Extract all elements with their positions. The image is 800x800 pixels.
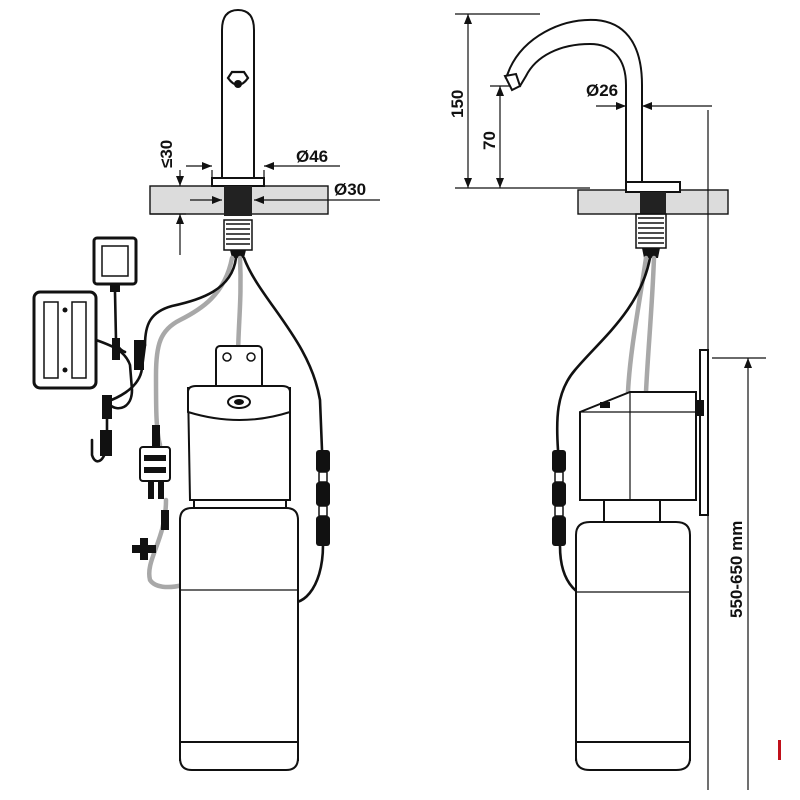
faucet-body-front	[221, 8, 255, 179]
sensor-eye-icon	[234, 80, 242, 88]
hose-a-side	[625, 255, 649, 395]
inline-connector-c	[100, 430, 112, 456]
power-adapter-icon	[92, 236, 138, 360]
cable-connector-front	[316, 450, 330, 546]
battery-box-icon	[32, 290, 134, 410]
dim-outlet-height: 70	[480, 131, 499, 150]
accent-mark	[778, 740, 781, 760]
valve-fitting-front	[132, 425, 171, 560]
water-tank-front	[179, 507, 299, 771]
front-view: ≤30 Ø46 Ø30	[32, 8, 380, 771]
threaded-shank-front	[224, 186, 252, 216]
wall-bracket-front	[215, 345, 263, 391]
hose-b-side	[643, 255, 657, 395]
cable-left-front	[143, 256, 238, 347]
cable-side	[555, 256, 652, 452]
dim-total-height: 150	[448, 90, 467, 118]
inline-connector-b	[102, 395, 112, 419]
wall-bracket-side	[699, 349, 709, 516]
shank-thread-front	[226, 223, 250, 245]
water-tank-side	[575, 499, 691, 771]
cable-right-front	[242, 256, 324, 452]
dim-counter-thickness: ≤30	[157, 140, 176, 168]
dim-install-depth: 550-650 mm	[727, 521, 746, 618]
shank-thread-side	[638, 217, 664, 244]
hose-mid-front	[235, 255, 243, 363]
control-box-front	[186, 385, 291, 519]
inline-connector-a	[134, 340, 144, 370]
dim-spout-diameter: Ø26	[586, 81, 618, 100]
side-view: 150 70 Ø26 550-650 mm	[448, 13, 766, 790]
base-flange-front	[211, 177, 265, 187]
spout-outlet-side	[503, 72, 522, 92]
dimension-lines-front	[150, 162, 380, 255]
dim-hole-diameter: Ø30	[334, 180, 366, 199]
control-box-side	[579, 391, 697, 501]
faucet-gooseneck-side	[504, 18, 643, 185]
dim-base-diameter: Ø46	[296, 147, 328, 166]
base-flange-side	[625, 181, 681, 193]
hose-left-front	[153, 255, 235, 448]
cable-connector-side	[552, 450, 566, 546]
